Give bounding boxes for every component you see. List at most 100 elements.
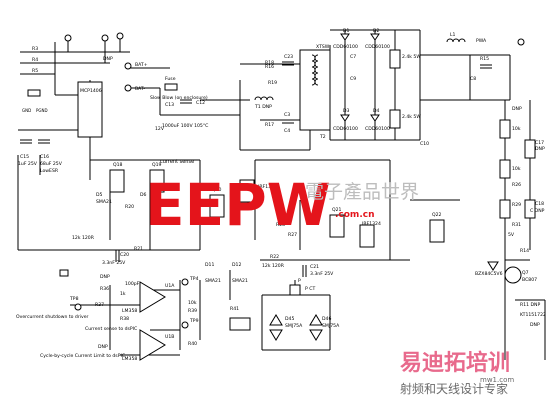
label-r41: R41 <box>230 306 239 312</box>
label-d3: D3 <box>343 108 350 114</box>
label-current-sense: current sense <box>160 159 194 165</box>
label-r31: R31 <box>512 222 521 228</box>
label-cyc-cur: Cycle-by-cycle Current Limit to dsPIC <box>40 353 125 359</box>
label-cdd-2: CDD60100 <box>365 44 390 50</box>
watermark-eepw: EEPW 電子產品世界 .com.cn <box>145 171 419 239</box>
label-c20: C20 <box>120 252 129 258</box>
label-r38: R38 <box>120 316 129 322</box>
label-10k: 10k <box>188 300 197 306</box>
watermark-yidi: 易迪拓培训 射频和天线设计专家 mw1.com <box>400 350 514 396</box>
label-c20-val: 3.3nF 25V <box>102 260 126 266</box>
label-c12: C12 <box>196 100 205 106</box>
label-r16: R16 <box>265 64 274 70</box>
label-sma-3: SMA21 <box>232 278 248 284</box>
label-pgnd: PGND <box>36 108 48 113</box>
label-c21-val: 3.3nF 25V <box>310 271 334 277</box>
label-r18: R18 <box>265 60 274 66</box>
label-cdd-3: CDD60100 <box>333 126 358 132</box>
label-r37: R37 <box>95 302 104 308</box>
label-d46-val: SMJ75A <box>322 323 340 329</box>
label-cur-sense-pic: Current sense to dsPIC <box>85 326 137 332</box>
label-100pf: 100pF <box>125 281 140 287</box>
label-c21: C21 <box>310 264 319 270</box>
label-d12: D12 <box>232 262 241 268</box>
label-r11: R11 DNP <box>520 302 540 308</box>
label-dnp-a: DNP <box>100 274 110 280</box>
label-c16-val: 68uF 25V <box>40 161 63 167</box>
watermark-yidi-sub: 射频和天线设计专家 <box>400 381 508 396</box>
label-c23: C23 <box>284 54 293 60</box>
label-r10-val: 10k <box>512 126 521 132</box>
label-q19: Q19 <box>152 162 162 168</box>
label-dnp-top: DNP <box>103 56 113 62</box>
label-j-ct: P CT <box>305 286 315 292</box>
label-v24-1: 2.4k 5W <box>402 54 421 60</box>
label-dnp-r: DNP <box>512 106 522 112</box>
label-q7: Q7 <box>522 270 529 276</box>
label-overcurrent: Overcurrent shutdown to driver <box>16 314 89 320</box>
label-dnp-d: DNP <box>535 146 545 152</box>
label-q20: Q20 <box>212 187 222 193</box>
label-d5: D5 <box>96 192 103 198</box>
label-dnp-b: DNP <box>98 344 108 350</box>
label-c7: C7 <box>350 54 356 60</box>
label-q18: Q18 <box>113 162 123 168</box>
label-c13-val: 1000uF 100V 105°C <box>162 123 208 129</box>
label-r17: R17 <box>265 122 274 128</box>
label-layer: R3 R4 R5 DNP MCP1406 C15 C16 1uF 25V 68u… <box>16 28 546 362</box>
label-ic-u1: MCP1406 <box>80 88 102 94</box>
label-tp4: TP4 <box>189 276 199 282</box>
label-q22: Q22 <box>432 212 442 218</box>
label-r22: R22 <box>270 254 279 260</box>
label-xt: XTSW <box>316 44 330 50</box>
label-5v: 5V <box>508 232 515 238</box>
label-r39: R39 <box>188 308 197 314</box>
label-t2: T2 <box>319 134 326 140</box>
label-c13: C13 <box>165 102 174 108</box>
label-u1a: U1A <box>165 283 175 289</box>
label-cdd-4: CDD60100 <box>365 126 390 132</box>
label-ktr: KT1151722 <box>520 312 546 318</box>
watermark-eepw-cn: 電子產品世界 <box>305 181 419 203</box>
watermark-yidi-title: 易迪拓培训 <box>400 350 510 376</box>
label-c4: C4 <box>284 128 290 134</box>
label-r21: R21 <box>134 246 143 252</box>
label-lm358-b: LM358 <box>122 356 137 362</box>
label-d11: D11 <box>205 262 214 268</box>
label-lm358-a: LM358 <box>122 308 137 314</box>
label-r14: R14 <box>520 248 529 254</box>
watermark-eepw-url: .com.cn <box>335 210 374 220</box>
label-d1: D1 <box>343 28 350 34</box>
label-gnd: GND <box>22 108 31 113</box>
label-sma-1: SMA21 <box>96 199 112 205</box>
label-c18: C18 <box>535 201 544 207</box>
label-d46: D46 <box>322 316 331 322</box>
watermark-yidi-url: mw1.com <box>480 376 514 384</box>
label-r4: R4 <box>32 57 38 63</box>
label-12v: 12V <box>155 126 165 132</box>
label-d6: D6 <box>140 192 147 198</box>
label-c3: C3 <box>284 112 290 118</box>
label-r29: R29 <box>512 202 521 208</box>
label-r5: R5 <box>32 68 38 74</box>
label-c9: C9 <box>350 76 356 82</box>
label-bc807: BC807 <box>522 277 537 283</box>
label-tp8: TP8 <box>69 296 79 302</box>
label-c8: C8 <box>470 76 476 82</box>
label-c15-val: 1uF 25V <box>18 161 38 167</box>
label-bat-plus: BAT+ <box>135 62 148 68</box>
label-fuse-note: Slow Blow (on enclosure) <box>150 95 208 101</box>
label-c10: C10 <box>420 141 429 147</box>
label-r26: R26 <box>512 182 521 188</box>
label-r27: R27 <box>288 232 297 238</box>
label-irf-2: IRF1324 <box>362 221 381 227</box>
label-d45: D45 <box>285 316 294 322</box>
label-sma-2: SMA21 <box>205 278 221 284</box>
label-c17: C17 <box>535 140 544 146</box>
label-d2: D2 <box>373 28 380 34</box>
label-fuse: Fuse <box>165 76 176 82</box>
label-bzx: BZX84C5V6 <box>475 271 503 277</box>
label-r36: R36 <box>100 286 109 292</box>
label-j-p: P <box>298 278 301 284</box>
